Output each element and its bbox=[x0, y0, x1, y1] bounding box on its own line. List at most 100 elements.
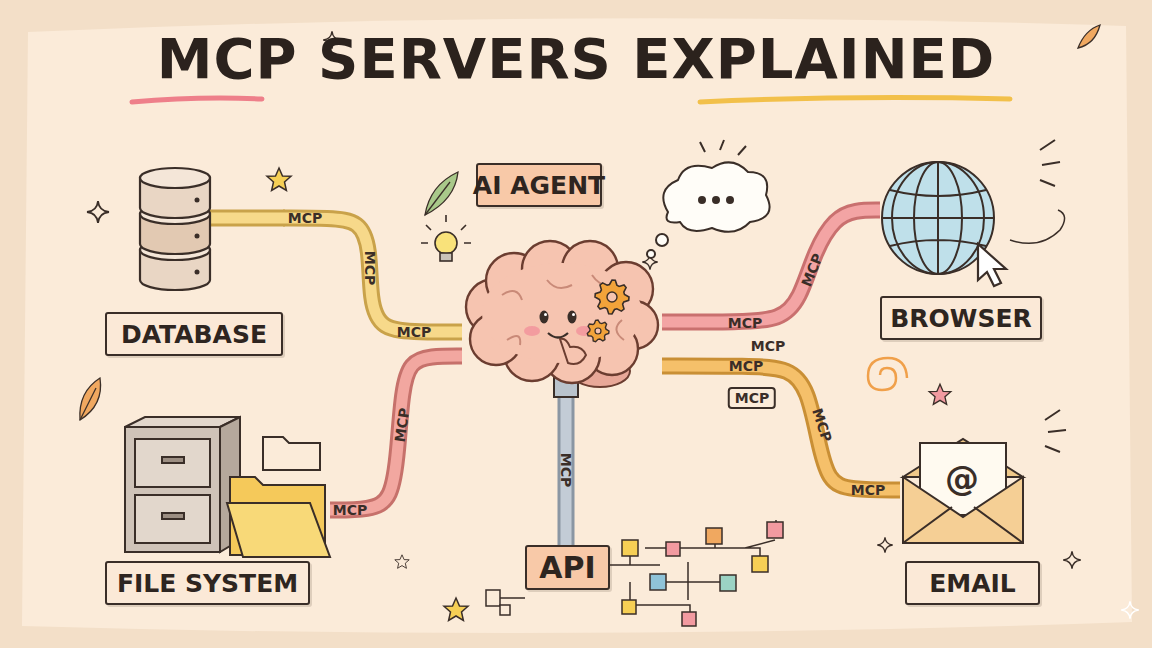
title-underline bbox=[132, 98, 262, 102]
file-cabinet-icon bbox=[125, 417, 330, 557]
pipe-outline bbox=[330, 356, 462, 510]
file-cabinet-icon bbox=[125, 427, 220, 552]
database-icon bbox=[140, 168, 210, 188]
database-icon bbox=[200, 210, 285, 227]
brain-character bbox=[482, 263, 642, 363]
star bbox=[267, 168, 951, 621]
database-icon bbox=[195, 234, 200, 239]
thought-bubble bbox=[727, 197, 733, 203]
pipe-outline bbox=[662, 366, 900, 490]
node-label: API bbox=[525, 545, 610, 590]
flowchart-icon bbox=[650, 574, 666, 590]
flowchart-icon bbox=[500, 605, 510, 615]
flowchart-icon bbox=[666, 542, 680, 556]
pipe-label: MCP bbox=[333, 503, 367, 517]
pipe-label: MCP bbox=[851, 483, 885, 497]
envelope-icon bbox=[903, 507, 1023, 543]
pipe-label: MCP bbox=[288, 211, 322, 225]
brain-character bbox=[544, 313, 547, 316]
flowchart-icon bbox=[682, 612, 696, 626]
star bbox=[444, 598, 468, 621]
service-node: BROWSER bbox=[880, 160, 1045, 345]
database-icon bbox=[195, 198, 200, 203]
title-underline bbox=[700, 98, 1010, 102]
envelope-icon bbox=[903, 439, 1023, 543]
paper-panel bbox=[22, 18, 1132, 633]
pipe-label: MCP bbox=[393, 407, 412, 443]
pipe-label: MCP bbox=[559, 453, 573, 487]
brain-character bbox=[587, 320, 609, 342]
mcp-pipe bbox=[330, 356, 462, 510]
sparkle bbox=[1063, 551, 1081, 569]
light-bulb bbox=[421, 215, 471, 261]
pipe-label: MCP bbox=[728, 387, 776, 409]
swirl bbox=[1040, 140, 1060, 186]
flowchart-icon bbox=[720, 575, 736, 591]
pipe-label: MCP bbox=[363, 251, 377, 285]
sparkle bbox=[87, 201, 109, 223]
swirl bbox=[1045, 410, 1066, 452]
flowchart-icon bbox=[752, 556, 768, 572]
pipe-label: MCP bbox=[799, 251, 825, 288]
pipe-outline bbox=[283, 218, 462, 332]
agent-node: AI AGENT bbox=[462, 245, 662, 395]
brain-character bbox=[524, 326, 540, 336]
leaf bbox=[425, 182, 450, 215]
swirl bbox=[868, 140, 1066, 452]
thought-bubble bbox=[647, 140, 770, 258]
sparkle bbox=[877, 537, 892, 552]
light-bulb bbox=[435, 232, 457, 254]
light-bulb bbox=[421, 215, 471, 243]
thought-bubble bbox=[663, 162, 769, 231]
brain-character bbox=[607, 292, 617, 302]
thought-bubble bbox=[656, 234, 668, 246]
mcp-pipe bbox=[283, 218, 462, 332]
star bbox=[929, 384, 951, 404]
flowchart-icon bbox=[486, 520, 783, 626]
thought-bubble bbox=[700, 140, 746, 155]
swirl bbox=[1010, 210, 1065, 243]
pipe-label: MCP bbox=[397, 325, 431, 339]
service-node: FILE SYSTEM bbox=[105, 415, 330, 607]
light-bulb bbox=[440, 253, 452, 261]
star bbox=[267, 168, 291, 191]
globe-icon bbox=[978, 244, 1006, 286]
pipe-body bbox=[283, 218, 462, 332]
file-cabinet-icon bbox=[227, 503, 330, 557]
flowchart-icon bbox=[622, 600, 636, 614]
brain-character bbox=[595, 280, 629, 314]
node-label: DATABASE bbox=[105, 312, 283, 356]
file-cabinet-icon bbox=[263, 437, 320, 470]
node-illustration bbox=[462, 245, 662, 395]
brain-character bbox=[595, 328, 601, 334]
flowchart-icon bbox=[486, 590, 500, 606]
diagram-title: MCP SERVERS EXPLAINED bbox=[0, 26, 1152, 91]
flowchart-icon bbox=[500, 535, 775, 618]
globe-icon bbox=[882, 162, 1006, 286]
title-underline bbox=[132, 98, 1010, 102]
brain-character bbox=[568, 311, 577, 324]
pipe-label: MCP bbox=[728, 316, 762, 330]
sparkle bbox=[87, 31, 1139, 619]
thought-bubble bbox=[699, 197, 705, 203]
service-node: DATABASE bbox=[105, 160, 283, 358]
pipe-outline bbox=[558, 395, 575, 545]
brain-character bbox=[540, 311, 549, 324]
thought-bubble bbox=[647, 250, 655, 258]
file-cabinet-icon bbox=[135, 495, 210, 543]
mcp-pipe bbox=[662, 366, 900, 490]
brain-character bbox=[560, 339, 586, 364]
node-label: EMAIL bbox=[905, 561, 1040, 605]
leaf bbox=[80, 378, 101, 420]
pipe-body bbox=[662, 366, 900, 490]
pipe-outline bbox=[662, 210, 880, 322]
brain-character bbox=[466, 241, 658, 397]
leaf bbox=[80, 388, 96, 420]
service-node: API bbox=[525, 545, 610, 590]
brain-character bbox=[572, 313, 575, 316]
database-icon bbox=[195, 270, 200, 275]
database-icon bbox=[140, 168, 285, 290]
database-icon bbox=[200, 213, 285, 224]
flowchart-icon bbox=[767, 522, 783, 538]
